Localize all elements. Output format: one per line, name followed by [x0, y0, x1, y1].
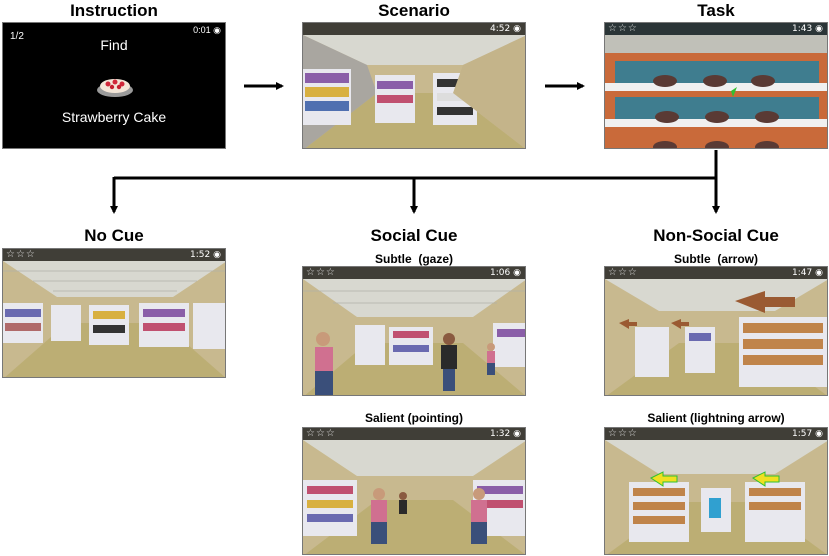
strawberry-cake-icon	[97, 79, 133, 97]
social-salient-scene	[303, 428, 525, 554]
instruction-timer: 0:01 ◉	[193, 25, 221, 35]
non-social-subtle-panel: ☆☆☆ 1:47 ◉	[604, 266, 828, 396]
avatar-man	[441, 333, 457, 391]
non-social-salient-label: Salient (lightning arrow)	[647, 411, 785, 425]
no-cue-hud: ☆☆☆ 1:52 ◉	[3, 249, 225, 261]
scenario-hud: 4:52 ◉	[303, 23, 525, 35]
star-rating: ☆☆☆	[608, 267, 638, 278]
instruction-panel: 1/2 0:01 ◉ Find Strawberry Cake	[2, 22, 226, 149]
star-rating: ☆☆☆	[608, 23, 638, 34]
avatar-woman	[315, 332, 333, 395]
clock-icon: ◉	[815, 24, 823, 34]
star-rating: ☆☆☆	[306, 267, 336, 278]
star-rating: ☆☆☆	[306, 428, 336, 439]
lightning-arrow-icon	[650, 471, 780, 487]
avatar-pointing-left	[371, 488, 387, 544]
scenario-scene	[303, 23, 525, 148]
avatar-center	[399, 492, 407, 514]
clock-icon: ◉	[513, 24, 521, 34]
star-rating: ☆☆☆	[6, 249, 36, 260]
social-salient-hud: ☆☆☆ 1:32 ◉	[303, 428, 525, 440]
trial-counter: 1/2	[10, 31, 24, 42]
brown-arrow-icon	[619, 291, 795, 329]
non-social-subtle-label: Subtle (arrow)	[673, 252, 758, 266]
clock-icon: ◉	[815, 268, 823, 278]
social-salient-panel: ☆☆☆ 1:32 ◉	[302, 427, 526, 555]
clock-icon: ◉	[815, 429, 823, 439]
non-social-salient-panel: ☆☆☆ 1:57 ◉	[604, 427, 828, 555]
task-panel: ☆☆☆ 1:43 ◉	[604, 22, 828, 149]
non-social-subtle-scene	[605, 267, 827, 395]
social-subtle-panel: ☆☆☆ 1:06 ◉	[302, 266, 526, 396]
heading-task: Task	[697, 1, 735, 20]
heading-instruction: Instruction	[70, 1, 158, 20]
star-rating: ☆☆☆	[608, 428, 638, 439]
clock-icon: ◉	[513, 429, 521, 439]
non-social-subtle-hud: ☆☆☆ 1:47 ◉	[605, 267, 827, 279]
heading-social-cue: Social Cue	[370, 226, 458, 245]
social-salient-label: Salient (pointing)	[365, 411, 463, 425]
task-hud: ☆☆☆ 1:43 ◉	[605, 23, 827, 35]
heading-non-social-cue: Non-Social Cue	[653, 226, 779, 245]
scenario-panel: 4:52 ◉	[302, 22, 526, 149]
social-subtle-scene	[303, 267, 525, 395]
clock-icon: ◉	[513, 268, 521, 278]
item-text: Strawberry Cake	[61, 109, 167, 125]
clock-icon: ◉	[213, 25, 221, 35]
task-scene	[605, 23, 827, 148]
social-subtle-label: Subtle (gaze)	[374, 252, 453, 266]
avatar-pointing-right	[471, 488, 487, 544]
non-social-salient-scene	[605, 428, 827, 554]
avatar-woman-far	[487, 343, 495, 375]
heading-no-cue: No Cue	[84, 226, 144, 245]
no-cue-panel: ☆☆☆ 1:52 ◉	[2, 248, 226, 378]
heading-scenario: Scenario	[378, 1, 450, 20]
social-subtle-hud: ☆☆☆ 1:06 ◉	[303, 267, 525, 279]
non-social-salient-hud: ☆☆☆ 1:57 ◉	[605, 428, 827, 440]
clock-icon: ◉	[213, 250, 221, 260]
find-text: Find	[100, 37, 128, 53]
no-cue-scene	[3, 249, 225, 377]
